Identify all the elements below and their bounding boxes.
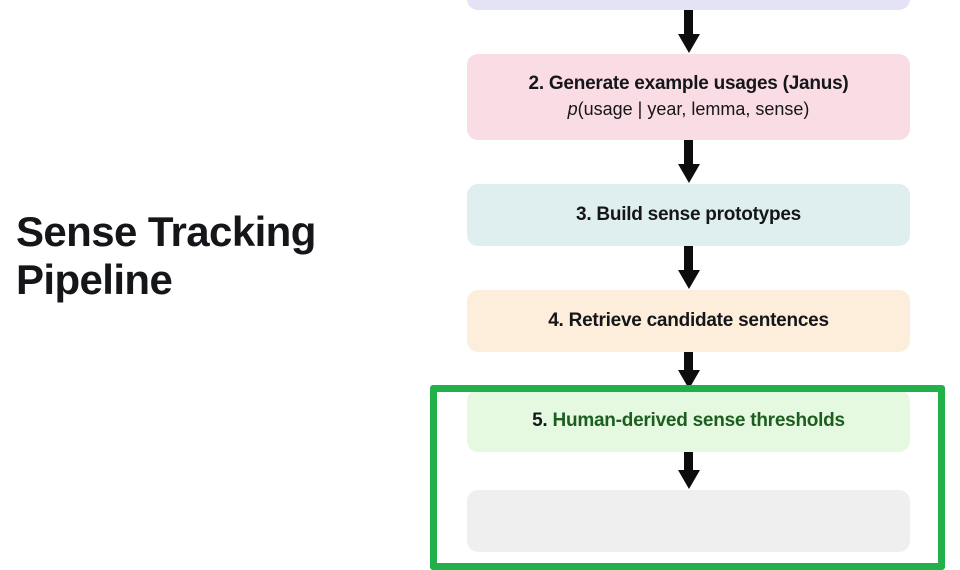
arrow-head-down-icon: [677, 34, 700, 53]
formula-variable-p: p: [567, 99, 578, 120]
arrow-stem: [684, 352, 693, 372]
formula-args: (usage | year, lemma, sense): [577, 99, 810, 120]
page-title-line-2: Pipeline: [16, 255, 173, 303]
arrow-head-down-icon: [677, 370, 700, 389]
flow-node-step-2[interactable]: 2. Generate example usages (Janus) p(usa…: [467, 54, 910, 140]
flow-node-step-5-text: Human-derived sense thresholds: [547, 409, 845, 431]
flow-node-step-2-formula: p(usage | year, lemma, sense): [568, 98, 810, 121]
flow-arrow-2-to-3: [467, 140, 910, 184]
arrow-stem: [684, 140, 693, 166]
pipeline-flow: 2. Generate example usages (Janus) p(usa…: [467, 0, 910, 552]
flow-node-step-2-label: 2. Generate example usages (Janus): [528, 73, 849, 95]
flow-arrow-5-to-6: [467, 452, 910, 490]
flow-node-step-6[interactable]: [467, 490, 910, 552]
flow-node-step-4-label: 4. Retrieve candidate sentences: [548, 309, 829, 331]
flow-arrow-4-to-5: [467, 352, 910, 390]
page-title: Sense Tracking Pipeline: [16, 208, 406, 304]
arrow-head-down-icon: [677, 164, 700, 183]
arrow-head-down-icon: [677, 470, 700, 489]
arrow-head-down-icon: [677, 270, 700, 289]
flow-node-step-3[interactable]: 3. Build sense prototypes: [467, 184, 910, 246]
flow-arrow-3-to-4: [467, 246, 910, 290]
flow-node-step-3-label: 3. Build sense prototypes: [576, 203, 801, 225]
flow-node-step-5[interactable]: 5. Human-derived sense thresholds: [467, 390, 910, 452]
flow-node-step-5-index: 5.: [532, 409, 548, 431]
flow-arrow-1-to-2: [467, 10, 910, 54]
flow-node-step-1[interactable]: [467, 0, 910, 10]
arrow-stem: [684, 246, 693, 272]
page-title-line-1: Sense Tracking: [16, 208, 316, 255]
flow-node-step-5-label: 5. Human-derived sense thresholds: [532, 409, 845, 433]
arrow-stem: [684, 10, 693, 36]
arrow-stem: [684, 452, 693, 472]
diagram-canvas: Sense Tracking Pipeline 2. Generate exam…: [16, 0, 945, 570]
flow-node-step-4[interactable]: 4. Retrieve candidate sentences: [467, 290, 910, 352]
